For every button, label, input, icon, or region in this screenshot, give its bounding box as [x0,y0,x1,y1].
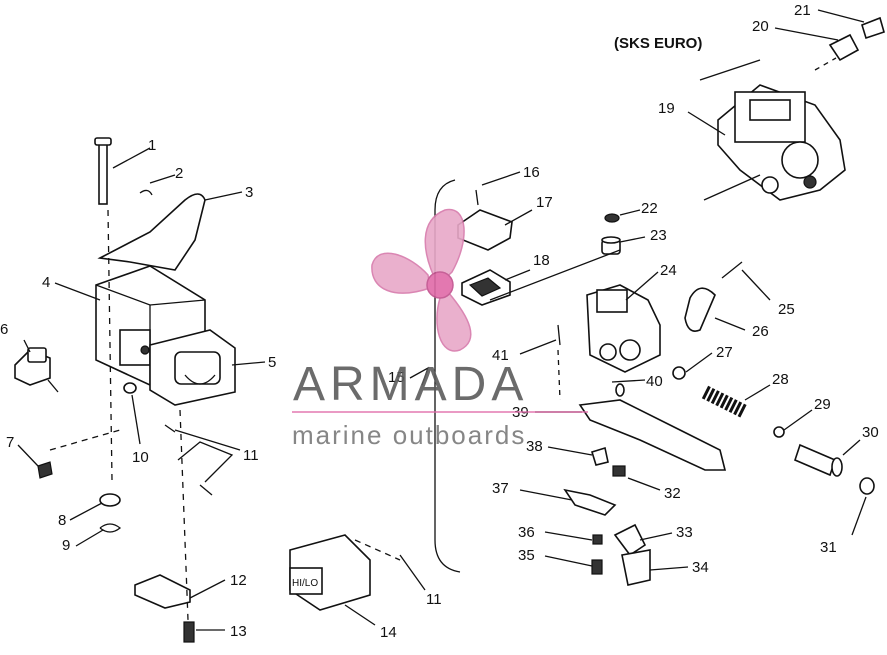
part-39-lever [578,399,727,471]
part-30-piston [794,443,843,477]
part-2-clip [139,189,153,196]
part-18-diaphragm [461,269,511,306]
part-31-ring [859,477,875,495]
armada-watermark: ARMADA marine outboards [292,208,588,450]
callout-18: 18 [533,252,550,269]
leader-lines-left [17,147,426,631]
part-17-cap [457,209,513,251]
callout-25: 25 [778,301,795,318]
watermark-brand: ARMADA [293,358,528,411]
part-6-switch [14,347,59,393]
part-26-clamp [684,287,716,332]
part-22-seal [604,213,620,223]
part-11-screw [164,424,176,433]
callout-7: 7 [6,434,14,451]
callout-4: 4 [42,274,50,291]
callout-41: 41 [492,347,509,364]
callout-11a: 11 [243,447,259,464]
part-11-screw-2 [199,484,213,496]
part-34-tag [621,549,651,586]
part-24-master-cylinder [586,284,661,373]
callout-35: 35 [518,547,535,564]
propeller-logo-icon [371,208,472,352]
callout-33: 33 [676,524,693,541]
callout-28: 28 [772,371,789,388]
part-9-clip [99,523,122,533]
callout-32: 32 [664,485,681,502]
callout-26: 26 [752,323,769,340]
part-33-switch [613,523,647,557]
callout-23: 23 [650,227,667,244]
callout-38: 38 [526,438,543,455]
group-bracket [434,179,461,573]
part-40-bushing [615,383,625,397]
callout-29: 29 [814,396,831,413]
part-3-bracket [97,193,206,271]
part-16-screw [475,189,479,206]
leader-15 [409,366,430,386]
callout-30: 30 [862,424,879,441]
callout-24: 24 [660,262,677,279]
part-10-washer [123,382,137,394]
part-28-spring [701,385,749,419]
callout-31: 31 [820,539,837,556]
part-13-screw [183,621,195,643]
part-21-cap [861,16,885,40]
part-25-screw [721,261,743,279]
callout-22: 22 [641,200,658,217]
callout-11b: 11 [426,591,442,608]
callout-6: 6 [0,321,8,338]
callout-5: 5 [268,354,276,371]
part-37-bracket [563,488,617,516]
callout-13: 13 [230,623,247,640]
callout-3: 3 [245,184,253,201]
part-7-nut [37,461,53,479]
callout-21: 21 [794,2,811,19]
part-12-plate [134,574,191,609]
callout-14: 14 [380,624,397,641]
part-27-washer [672,366,686,380]
part-14-hilo-switch: HI/LO [289,534,371,611]
switch-label: HI/LO [292,578,318,589]
part-41-bolt [557,324,561,346]
callout-34: 34 [692,559,709,576]
callout-1: 1 [148,137,156,154]
part-19-euro-reservoir [717,84,846,201]
callout-10: 10 [132,449,149,466]
callout-17: 17 [536,194,553,211]
part-5-switch-cover [149,329,236,406]
callout-12: 12 [230,572,247,589]
callout-27: 27 [716,344,733,361]
part-36-nut [592,534,603,545]
part-8-washer [99,493,121,507]
callout-37: 37 [492,480,509,497]
callouts: 1 2 3 4 5 6 7 8 9 10 11 12 13 14 11 15 1… [0,2,879,641]
part-20-fitting [828,33,860,62]
part-35-screw [591,559,603,575]
part-32-nut [612,465,626,477]
callout-16: 16 [523,164,540,181]
callout-15: 15 [388,369,405,386]
callout-36: 36 [518,524,535,541]
callout-8: 8 [58,512,66,529]
part-38-pin [591,446,609,466]
callout-20: 20 [752,18,769,35]
callout-19: 19 [658,100,675,117]
callout-2: 2 [175,165,183,182]
callout-9: 9 [62,537,70,554]
callout-40: 40 [646,373,663,390]
sks-euro-label: (SKS EURO) [614,35,702,52]
watermark-tagline: marine outboards [292,420,526,450]
part-29-washer [773,426,785,438]
part-1-bolt [94,137,112,205]
